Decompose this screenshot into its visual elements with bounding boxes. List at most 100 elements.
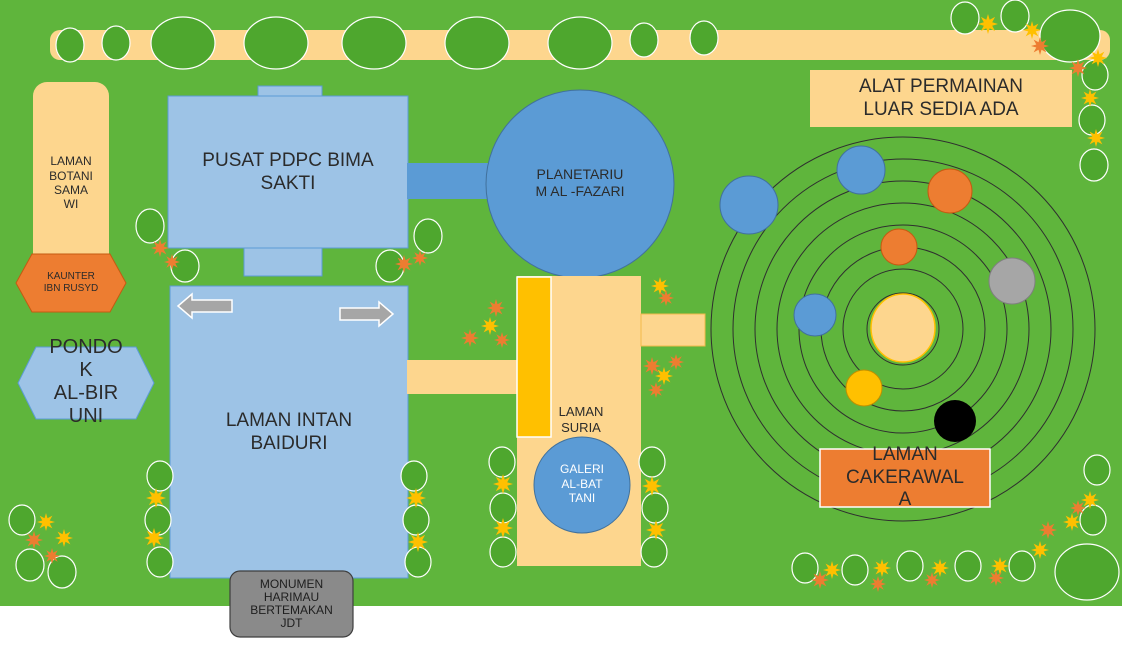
pusat-pdpc-bottom-tab [243,247,323,277]
tree-icon [689,20,719,56]
flower-icon [44,548,60,564]
kaunter-ibn-rusyd-label: KAUNTER IBN RUSYD [43,271,99,294]
tree-icon [135,208,165,244]
tree-icon [641,492,669,524]
tree-icon [146,460,174,492]
laman-botani-label: LAMAN BOTANI SAMA WI [49,154,93,212]
connector-bridge [407,163,493,199]
flower-icon [487,299,505,317]
flower-icon [395,255,413,273]
flower-icon [873,559,891,577]
flower-icon [1087,129,1105,147]
galeri-al-battani[interactable] [533,436,631,534]
monumen-harimau[interactable] [229,570,354,638]
arrow-left-icon [176,292,233,320]
flower-icon [37,513,55,531]
tree-icon [1039,9,1101,63]
tree-icon [640,536,668,568]
flower-icon [1069,59,1087,77]
flower-icon [924,572,940,588]
tree-icon [341,16,407,70]
flowers-layer [25,14,1107,592]
flower-icon [146,488,166,508]
flower-icon [1070,500,1086,516]
flower-icon [406,488,426,508]
sun [870,293,936,363]
flower-icon [648,382,664,398]
flower-icon [55,529,73,547]
arrow-right-icon [339,300,395,328]
flower-icon [646,520,666,540]
kaunter-ibn-rusyd[interactable] [15,253,127,313]
tree-icon [402,504,430,536]
laman-cakerawala-box[interactable] [819,448,991,508]
tree-icon [791,552,819,584]
tree-icon [1008,550,1036,582]
flower-icon [668,354,684,370]
planet-icon [719,175,779,235]
pondok-al-biruni-label: PONDO K AL-BIR UNI [49,336,123,427]
tree-icon [488,446,516,478]
planetarium-label: PLANETARIU M AL -FAZARI [535,166,625,199]
tree-icon [15,548,45,582]
flower-icon [658,290,674,306]
laman-intan-label: LAMAN INTAN BAIDURI [225,410,353,454]
flower-icon [493,474,513,494]
flower-icon [408,532,428,552]
flower-icon [412,250,428,266]
tree-icon [243,16,309,70]
planet-icon [880,228,918,266]
laman-intan-baiduri[interactable] [169,285,409,579]
laman-cakerawala-label: LAMAN CAKERAWAL A [846,443,964,511]
suria-east-path [640,313,706,347]
tree-icon [841,554,869,586]
planet-icon [793,293,837,337]
flower-icon [1031,541,1049,559]
flower-icon [643,357,661,375]
tree-icon [413,218,443,254]
planet-icon [845,369,883,407]
tree-icon [1000,0,1030,33]
flower-icon [1039,521,1057,539]
tree-icon [101,25,131,61]
tree-icon [954,550,982,582]
flower-icon [481,317,499,335]
flower-icon [1089,49,1107,67]
alat-permainan-box[interactable] [810,70,1072,127]
planet-icon [934,400,976,442]
laman-botani-path[interactable] [33,82,109,282]
flower-icon [655,367,673,385]
pondok-al-biruni[interactable] [17,346,155,420]
tree-icon [8,504,36,536]
flower-icon [1023,21,1041,39]
flower-icon [978,14,998,34]
flower-icon [823,561,841,579]
tree-icon [638,446,666,478]
pusat-pdpc-building[interactable] [167,95,409,249]
tree-icon [1078,104,1106,136]
flower-icon [931,559,949,577]
alat-permainan-label: ALAT PERMAINAN LUAR SEDIA ADA [858,75,1023,120]
tree-icon [400,460,428,492]
flower-icon [991,557,1009,575]
suria-yellow-strip [516,276,552,438]
pusat-pdpc-label: PUSAT PDPC BIMA SAKTI [202,150,374,194]
flower-icon [870,576,886,592]
flower-icon [988,570,1004,586]
flower-icon [1031,37,1049,55]
tree-icon [489,536,517,568]
tree-icon [629,22,659,58]
galeri-al-battani-label: GALERI AL-BAT TANI [559,462,604,506]
flower-icon [25,531,43,549]
flower-icon [1063,513,1081,531]
planet-icon [927,168,973,214]
flower-icon [1081,89,1099,107]
flower-icon [1081,491,1099,509]
tree-icon [375,249,405,283]
flower-icon [493,518,513,538]
flower-icon [461,329,479,347]
tree-icon [1079,148,1109,182]
flower-icon [494,332,510,348]
tree-icon [47,555,77,589]
laman-suria-label: LAMAN SURIA [558,404,604,435]
